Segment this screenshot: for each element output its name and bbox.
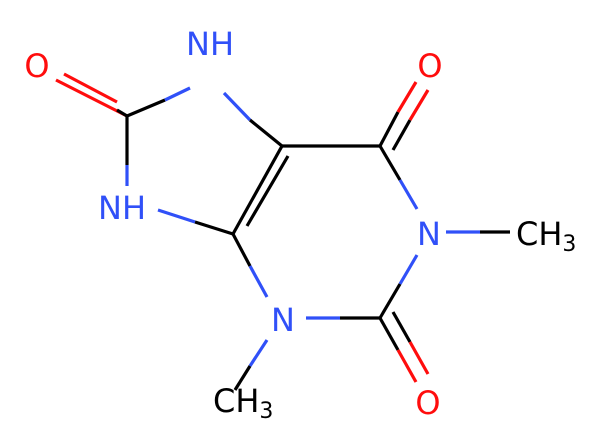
methyl-label: CH3 — [213, 382, 273, 424]
bond-c8-o8-c-black — [116, 108, 128, 118]
bond-n9-c4-n — [157, 208, 196, 224]
bond-c8-n7-c — [126, 98, 166, 118]
bond-c2-o2-b — [396, 349, 418, 383]
bond-c2-o2-c — [391, 311, 412, 343]
bond-c6-o6-a — [378, 111, 400, 147]
bond-c6-n1-n — [398, 179, 419, 210]
bond-c4-c5-a — [231, 145, 284, 235]
bond-n1-c2-c — [378, 283, 402, 319]
bond-n3-me-c — [233, 365, 252, 391]
bond-n9-c4-c — [194, 220, 234, 236]
methyl-ch-text: CH — [516, 215, 562, 253]
oxygen-atom-label: O — [24, 47, 49, 85]
bond-n3-c4-c — [231, 233, 252, 267]
methyl-label: CH3 — [516, 215, 576, 257]
bond-n3-c4-n — [248, 265, 269, 298]
bond-c8-o8-b — [55, 78, 128, 118]
bond-n1-c2-n — [398, 254, 419, 285]
methyl-ch-text: CH — [213, 382, 259, 420]
bond-c6-n1-c — [378, 145, 402, 181]
nitrogen-h-atom-label: NH — [186, 25, 234, 63]
nitrogen-atom-label: N — [271, 301, 295, 339]
bond-n7-c5-c — [248, 118, 284, 148]
nitrogen-atom-label: N — [417, 215, 441, 253]
bond-c2-o2-d — [408, 341, 430, 375]
bond-c2-o2-a — [378, 317, 400, 351]
oxygen-atom-label: O — [415, 384, 440, 422]
bond-c6-o6-b — [396, 81, 418, 113]
bond-c8-o8-a — [63, 72, 118, 104]
bond-c6-o6-d — [408, 89, 430, 121]
methyl-subscript: 3 — [562, 232, 576, 257]
bond-c6-o6-c — [391, 119, 412, 151]
oxygen-atom-label: O — [417, 47, 442, 85]
bond-c4-c5-b — [245, 155, 290, 227]
nitrogen-h-atom-label: NH — [98, 189, 146, 227]
bond-n7-c5-n — [222, 91, 252, 122]
bond-n3-me-n — [248, 339, 269, 367]
bond-c8-n7-n — [164, 86, 191, 102]
methyl-subscript: 3 — [259, 399, 273, 424]
